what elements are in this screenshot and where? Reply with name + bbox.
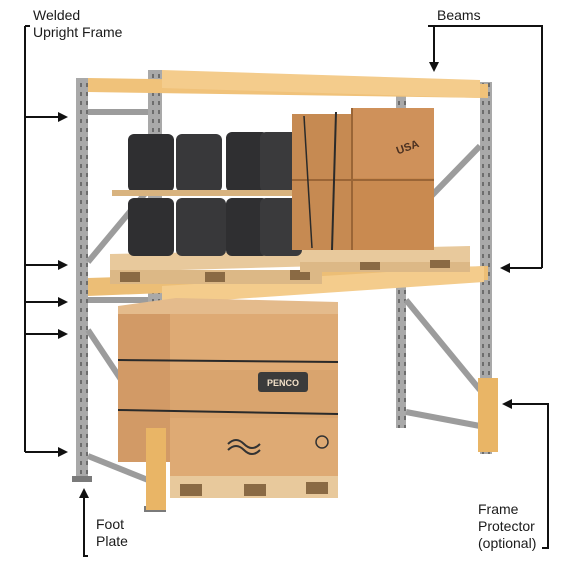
label-line: Protector bbox=[478, 518, 535, 534]
box-wave-logo bbox=[227, 439, 261, 455]
callout-line bbox=[512, 403, 549, 549]
foot-plate-callout bbox=[79, 488, 89, 557]
drum bbox=[226, 132, 268, 192]
frame-protector-callout bbox=[502, 399, 549, 549]
drum bbox=[260, 198, 302, 256]
drum bbox=[260, 132, 300, 192]
welded-frame-callout bbox=[24, 25, 68, 457]
left-upright-back bbox=[76, 78, 88, 480]
drum bbox=[128, 134, 174, 192]
label-line: Plate bbox=[96, 533, 128, 549]
callout-line bbox=[428, 25, 543, 268]
foot-plate-label: Foot Plate bbox=[96, 516, 128, 550]
drum bbox=[176, 134, 222, 192]
label-line: Upright Frame bbox=[33, 24, 123, 40]
wooden-crates: USA bbox=[292, 108, 434, 251]
drum-divider-sheet bbox=[112, 190, 322, 196]
label-line: Frame bbox=[478, 501, 519, 517]
label-line: (optional) bbox=[478, 535, 537, 551]
rear-brace bbox=[405, 409, 481, 429]
frame-protector-label: Frame Protector (optional) bbox=[478, 501, 536, 552]
cardboard-box bbox=[170, 370, 338, 418]
drum bbox=[226, 198, 268, 256]
lower-pallet bbox=[170, 476, 338, 498]
callout-line bbox=[83, 494, 88, 557]
foot-plate bbox=[72, 476, 92, 482]
frame-brace bbox=[86, 453, 150, 483]
frame-protector bbox=[478, 378, 498, 452]
label-line: Welded bbox=[33, 7, 81, 23]
drum-stack bbox=[112, 132, 322, 256]
box-symbol bbox=[315, 435, 329, 449]
cardboard-load: PENCO bbox=[117, 298, 339, 478]
frame-protector bbox=[146, 428, 166, 510]
lower-beam-front bbox=[162, 266, 484, 304]
crate bbox=[352, 108, 434, 180]
label-line: Beams bbox=[437, 7, 481, 23]
top-beam-front bbox=[162, 70, 480, 98]
welded-upright-frame-label: Welded Upright Frame bbox=[33, 7, 122, 41]
box-brand: PENCO bbox=[267, 378, 299, 388]
upper-pallet-right bbox=[300, 246, 470, 272]
drum bbox=[128, 198, 174, 256]
drum bbox=[176, 198, 226, 256]
crate bbox=[352, 178, 434, 250]
rear-brace bbox=[403, 298, 483, 392]
label-line: Foot bbox=[96, 516, 125, 532]
beams-callout bbox=[428, 25, 543, 273]
crate bbox=[292, 114, 354, 250]
box-logo bbox=[258, 372, 308, 392]
beams-label: Beams bbox=[437, 7, 481, 24]
